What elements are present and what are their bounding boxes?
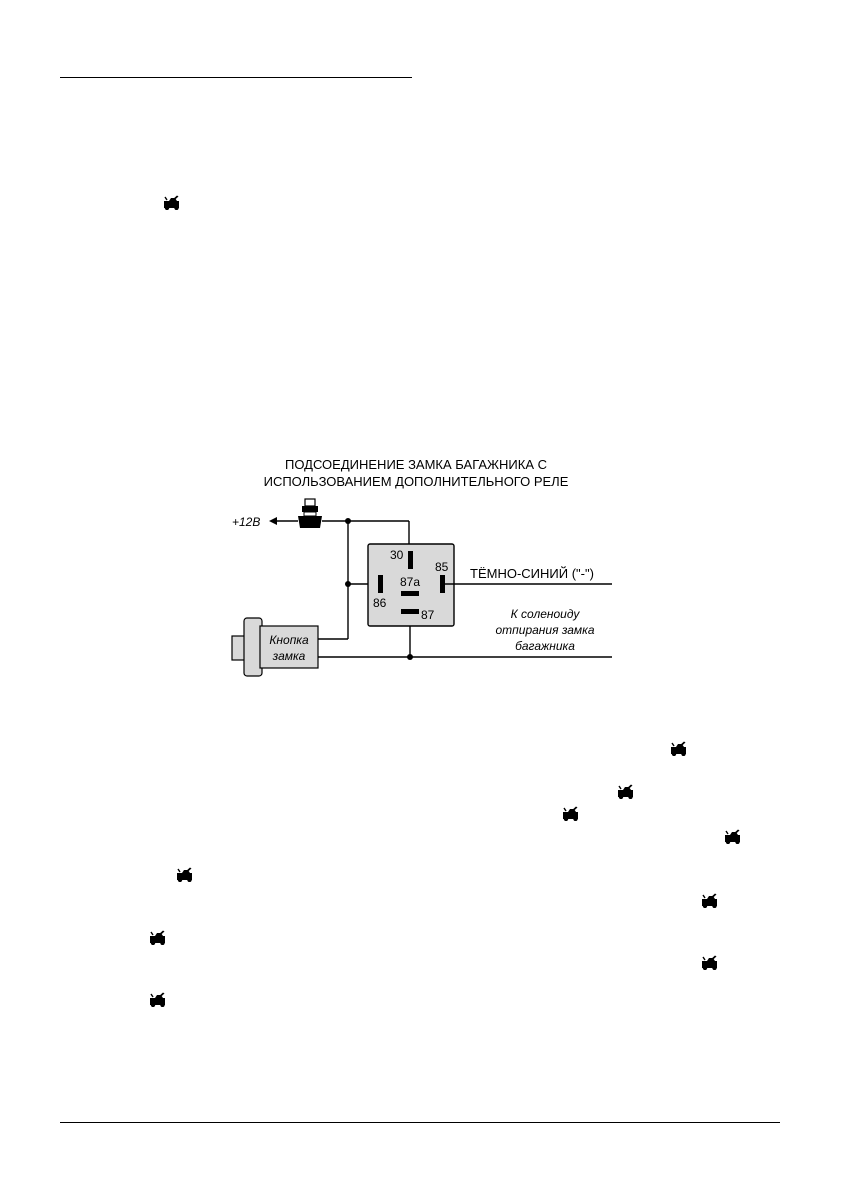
relay-pin-86 [378,575,383,593]
footer-rule [60,1122,780,1123]
wire-color-label: ТЁМНО-СИНИЙ ("-") [470,566,594,581]
trunk-open-icon [700,954,720,970]
supply-label: +12В [232,515,260,529]
solenoid-label-line1: К соленоиду [511,607,581,621]
relay-pin-87 [401,609,419,614]
trunk-open-icon [175,866,195,882]
pin-87a-label: 87а [400,575,420,589]
trunk-open-icon [669,740,689,756]
pin-87-label: 87 [421,608,435,622]
trunk-open-icon [616,783,636,799]
diagram-title-line1: ПОДСОЕДИНЕНИЕ ЗАМКА БАГАЖНИКА С [285,457,547,472]
relay-body [367,543,455,627]
relay-pin-85 [440,575,445,593]
pin-86-label: 86 [373,596,387,610]
button-label-line1: Кнопка [269,633,309,647]
trunk-open-icon [723,828,743,844]
trunk-open-icon [700,892,720,908]
header-rule [60,77,412,78]
relay-pin-30 [408,551,413,569]
fuse-icon [298,498,322,528]
relay-pin-87a [401,591,419,596]
solenoid-label-line3: багажника [515,639,575,653]
trunk-button-icon [231,617,319,677]
trunk-open-icon [148,929,168,945]
button-label-line2: замка [272,649,306,663]
trunk-relay-wiring-diagram: ПОДСОЕДИНЕНИЕ ЗАМКА БАГАЖНИКА С ИСПОЛЬЗО… [220,448,620,688]
solenoid-label-line2: отпирания замка [496,623,595,637]
trunk-open-icon [162,194,182,210]
trunk-open-icon [561,805,581,821]
supply-arrow [269,517,277,525]
pin-85-label: 85 [435,560,449,574]
trunk-open-icon [148,991,168,1007]
diagram-title-line2: ИСПОЛЬЗОВАНИЕМ ДОПОЛНИТЕЛЬНОГО РЕЛЕ [264,474,569,489]
pin-30-label: 30 [390,548,404,562]
